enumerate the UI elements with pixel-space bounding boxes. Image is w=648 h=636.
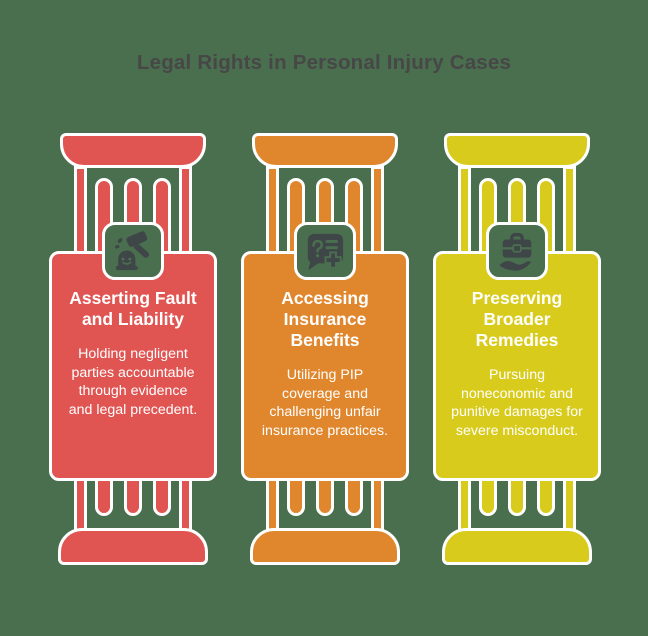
icon-badge bbox=[486, 222, 548, 280]
card-heading: Asserting Fault and Liability bbox=[69, 288, 197, 329]
insurance-claim-icon bbox=[307, 233, 344, 271]
briefcase-hand-icon bbox=[499, 233, 532, 271]
pillar-card: Accessing Insurance Benefits Utilizing P… bbox=[241, 251, 409, 481]
pillar-broader-remedies: Preserving Broader Remedies Pursuing non… bbox=[420, 133, 614, 565]
card-heading: Accessing Insurance Benefits bbox=[281, 288, 369, 350]
pillar-capital bbox=[60, 133, 206, 168]
card-heading: Preserving Broader Remedies bbox=[471, 288, 563, 350]
pillar-base bbox=[442, 528, 592, 565]
icon-badge bbox=[102, 222, 164, 280]
pillar-capital bbox=[444, 133, 590, 168]
pillar-base bbox=[250, 528, 400, 565]
gavel-icon bbox=[114, 231, 150, 271]
page-title: Legal Rights in Personal Injury Cases bbox=[136, 51, 512, 74]
pillar-base bbox=[58, 528, 208, 565]
pillar-card: Preserving Broader Remedies Pursuing non… bbox=[433, 251, 601, 481]
pillar-card: Asserting Fault and Liability Holding ne… bbox=[49, 251, 217, 481]
pillar-asserting-fault: Asserting Fault and Liability Holding ne… bbox=[36, 133, 230, 565]
pillar-insurance-benefits: Accessing Insurance Benefits Utilizing P… bbox=[228, 133, 422, 565]
card-body: Utilizing PIP coverage and challenging u… bbox=[261, 367, 389, 440]
card-body: Pursuing noneconomic and punitive damage… bbox=[451, 367, 583, 440]
icon-badge bbox=[294, 222, 356, 280]
card-body: Holding negligent parties accountable th… bbox=[68, 346, 198, 419]
pillar-capital bbox=[252, 133, 398, 168]
